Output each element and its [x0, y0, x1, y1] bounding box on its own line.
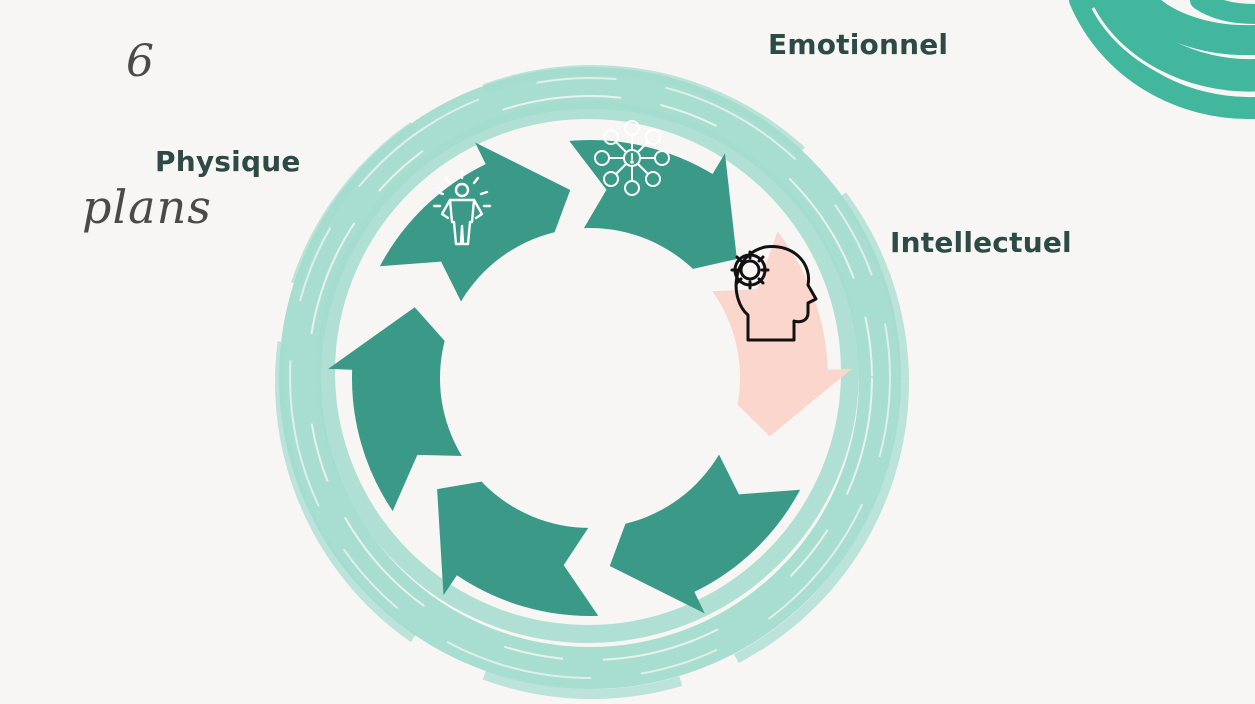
emotions-network-icon	[594, 120, 670, 196]
label-intellectuel: Intellectuel	[890, 226, 1072, 259]
arrow-segment-physique	[379, 142, 571, 313]
arrow-segment-segment-4	[609, 443, 801, 614]
arrow-segment-segment-5	[437, 474, 599, 616]
arrow-segment-emotionnel	[569, 140, 737, 279]
handwritten-number: 6	[126, 36, 154, 87]
corner-brush-stroke	[1069, 0, 1255, 120]
label-emotionnel: Emotionnel	[768, 28, 949, 61]
handwritten-word: plans	[82, 180, 212, 234]
person-radiating-icon	[432, 170, 492, 246]
inner-disk	[440, 228, 740, 528]
brush-ring	[275, 65, 909, 699]
arrow-segment-segment-6	[328, 307, 475, 512]
head-gear-icon	[730, 245, 818, 342]
label-physique: Physique	[155, 145, 301, 178]
